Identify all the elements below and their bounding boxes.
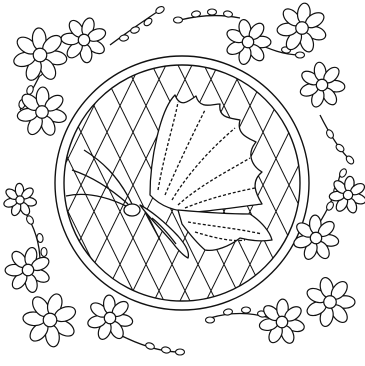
sprig-bud: [155, 6, 165, 14]
sprig-bud: [118, 34, 130, 42]
sprig-bud: [174, 348, 186, 356]
butterfly-head: [123, 203, 141, 217]
sprig-bud: [345, 155, 355, 165]
sprig-bud: [204, 316, 216, 324]
flower-center: [32, 47, 48, 63]
flower-center: [103, 311, 117, 325]
butterfly: [65, 94, 273, 259]
sprig-bud: [172, 16, 184, 24]
flower-center: [21, 263, 35, 277]
flower-center: [15, 195, 25, 205]
flower-center: [323, 295, 337, 309]
sprig-bud: [26, 215, 34, 225]
flower-center: [295, 21, 309, 35]
flower: [87, 294, 134, 340]
sprig-bud: [326, 201, 334, 211]
lattice-line: [64, 65, 173, 301]
sprig-bud: [160, 346, 172, 354]
lattice-line: [199, 65, 300, 301]
lattice-line: [354, 0, 365, 366]
medallion-outer-ring: [54, 55, 310, 311]
butterfly-legs: [144, 211, 177, 245]
sprig: [319, 114, 355, 165]
flower-center: [309, 231, 323, 245]
lattice-line: [64, 65, 225, 301]
sprig: [119, 334, 186, 356]
flower-center: [42, 312, 58, 328]
flower: [226, 19, 272, 65]
flower: [306, 276, 356, 328]
medallion-inner-ring: [63, 64, 301, 302]
lattice-line: [197, 65, 300, 301]
sprig-bud: [145, 342, 155, 350]
flower-center: [77, 33, 91, 47]
flower: [60, 17, 107, 64]
sprig-bud: [206, 8, 218, 16]
lattice-line: [0, 0, 16, 366]
sprig-bud: [222, 10, 234, 18]
sprig-bud: [143, 17, 153, 27]
butterfly-lower-veins: [187, 221, 263, 242]
lattice-line: [64, 65, 197, 301]
sprig-bud: [294, 51, 306, 59]
floral-border: [3, 2, 365, 356]
sprig-bud: [240, 306, 252, 314]
flower-center: [241, 35, 255, 49]
butterfly-antennae: [65, 149, 133, 207]
flower-center: [342, 189, 354, 201]
flower: [258, 298, 305, 344]
lattice-line: [64, 65, 171, 301]
flower: [4, 246, 50, 293]
sprig-bud: [36, 232, 44, 244]
flower: [293, 214, 340, 260]
flower: [276, 2, 327, 53]
lattice-line: [64, 65, 199, 301]
flower: [13, 27, 68, 81]
flower: [16, 86, 67, 136]
lattice-line: [0, 0, 14, 366]
sprig-bud: [339, 168, 347, 178]
flower-center: [35, 105, 49, 119]
flower-center: [275, 315, 289, 329]
sprig-stem: [319, 114, 351, 161]
sprig-bud: [40, 246, 48, 258]
sprig-stem: [179, 14, 241, 21]
sprig: [172, 8, 241, 24]
butterfly-wing-veins: [157, 101, 256, 209]
sprig-bud: [222, 308, 234, 316]
lattice-line: [173, 65, 300, 301]
lattice-line: [64, 65, 223, 301]
flower: [22, 293, 77, 348]
flower-center: [315, 78, 329, 92]
sprig: [204, 306, 271, 324]
medallion: [54, 55, 310, 311]
sprig-bud: [130, 26, 140, 34]
flower: [328, 175, 365, 214]
butterfly-upper-wing: [149, 94, 263, 213]
sprig-bud: [326, 129, 334, 139]
sprig-bud: [335, 143, 345, 153]
lattice-line: [171, 65, 300, 301]
sprig: [109, 6, 165, 46]
flower: [299, 61, 346, 108]
butterfly-lower-wing: [177, 209, 273, 252]
flower: [3, 182, 38, 217]
sprig-bud: [190, 10, 202, 18]
